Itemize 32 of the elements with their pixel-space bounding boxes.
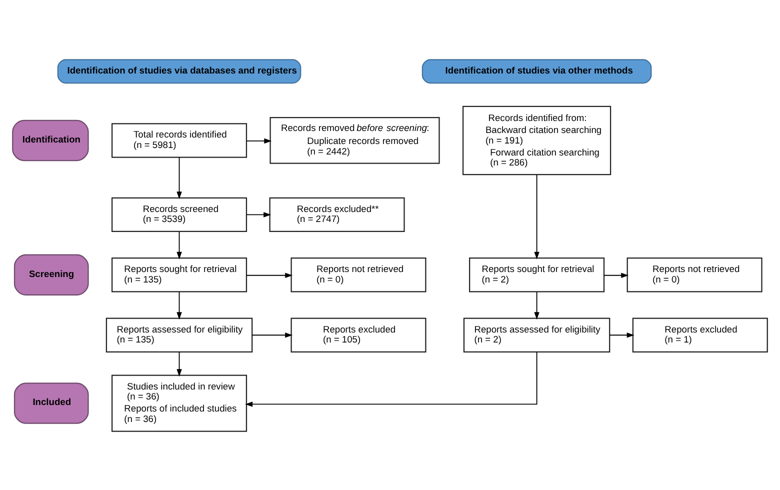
arrow bbox=[176, 291, 182, 320]
node-box: Total records identified (n = 5981) bbox=[112, 122, 248, 158]
arrow bbox=[609, 332, 634, 338]
node-box: Screening bbox=[14, 254, 89, 296]
node-box: Records screened (n = 3539) bbox=[112, 196, 248, 232]
arrow bbox=[176, 156, 182, 199]
arrow bbox=[604, 272, 629, 278]
node-box: Reports assessed for eligibility (n = 135) bbox=[106, 317, 253, 352]
arrow bbox=[176, 230, 182, 259]
node-box: Identification of studies via other methods bbox=[422, 58, 652, 84]
node-box: Studies included in review (n = 36) Reports of included studies (n = 36) bbox=[112, 374, 248, 432]
node-box: Reports assessed for eligibility (n = 2) bbox=[463, 317, 610, 352]
arrow bbox=[245, 351, 538, 406]
node-box: Records identified from: Backward citation searching (n = 191) Forward citation searching (n = 286) bbox=[462, 105, 612, 175]
node-box: Identification of studies via databases and registers bbox=[57, 58, 302, 84]
node-box: Reports excluded (n = 105) bbox=[290, 317, 426, 352]
node-box: Reports sought for retrieval (n = 135) bbox=[112, 257, 248, 292]
node-box: Reports excluded (n = 1) bbox=[632, 317, 768, 352]
arrow bbox=[252, 332, 293, 338]
arrow bbox=[534, 174, 540, 259]
node-box: Records excluded** (n = 2747) bbox=[269, 196, 405, 232]
arrow bbox=[246, 272, 293, 278]
node-box: Records removed before screening: Duplicate records removed (n = 2442) bbox=[270, 116, 440, 164]
arrow bbox=[534, 291, 540, 320]
arrow bbox=[246, 138, 272, 144]
node-box: Reports sought for retrieval (n = 2) bbox=[469, 257, 605, 292]
node-box: Identification bbox=[12, 119, 89, 161]
node-box: Included bbox=[14, 382, 89, 424]
arrow bbox=[176, 350, 182, 376]
arrow bbox=[246, 212, 272, 217]
node-box: Reports not retrieved (n = 0) bbox=[290, 257, 426, 292]
node-box: Reports not retrieved (n = 0) bbox=[626, 257, 762, 292]
